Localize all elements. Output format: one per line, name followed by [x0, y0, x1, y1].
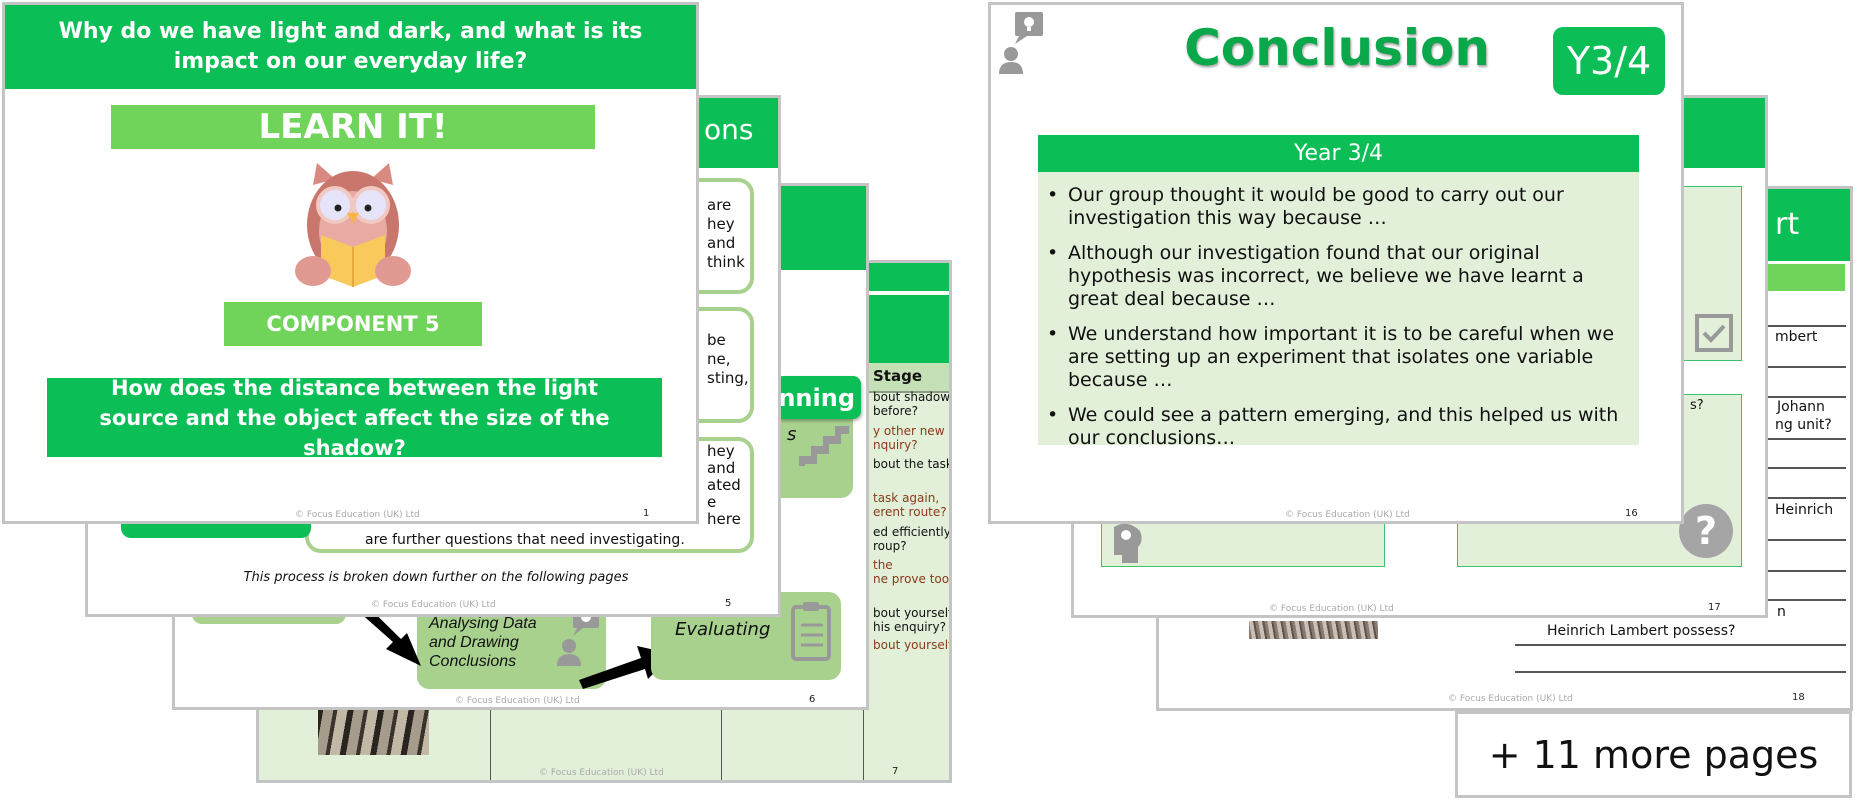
question-text: Heinrich Lambert possess?	[1547, 623, 1736, 639]
section-header: Year 3/4	[1038, 135, 1639, 172]
slide-18-subheader	[1759, 264, 1845, 291]
slide-16-thumbnail: Conclusion Y3/4 Year 3/4 Our group thoug…	[988, 2, 1684, 524]
conclusion-bullet: Our group thought it would be good to ca…	[1038, 184, 1639, 230]
stage-text-line: the	[873, 558, 893, 572]
clipboard-icon	[791, 602, 831, 661]
stage-text-line: nquiry?	[873, 438, 918, 452]
stage-text-line: erent route?	[873, 505, 947, 519]
info-box-text-fragment: e	[707, 493, 717, 511]
stage-text-line: roup?	[873, 539, 907, 553]
footer-copyright: © Focus Education (UK) Ltd	[1448, 694, 1573, 704]
page-number: 6	[809, 694, 816, 705]
table-divider	[721, 699, 722, 780]
question-fragment: ng unit?	[1775, 417, 1832, 433]
question-fragment: mbert	[1775, 329, 1818, 345]
more-pages-label: + 11 more pages	[1488, 732, 1819, 777]
slide-5-title-fragment: ons	[704, 113, 754, 146]
footer-copyright: © Focus Education (UK) Ltd	[295, 510, 420, 520]
info-box-text-fragment: hey	[707, 215, 735, 233]
question-mark-icon: ?	[1679, 504, 1733, 558]
answer-line	[1759, 438, 1846, 440]
shadows-photo	[318, 705, 429, 755]
stage-text-line: bout shadows	[873, 390, 952, 404]
checkbox-icon	[1695, 314, 1733, 352]
person-idea-icon	[999, 12, 1043, 74]
stairs-fragment: s	[787, 424, 797, 445]
conclusion-content: Our group thought it would be good to ca…	[1038, 172, 1639, 449]
conclusion-bullets: Our group thought it would be good to ca…	[1038, 184, 1639, 450]
year-badge: Y3/4	[1553, 27, 1665, 95]
table-divider	[490, 699, 491, 780]
stage-text-line: his enquiry?	[873, 620, 946, 634]
question-fragment: Johann	[1777, 399, 1825, 415]
answer-line	[1515, 644, 1846, 646]
stairs-icon	[799, 426, 849, 466]
page-number: 18	[1792, 692, 1805, 703]
conclusion-bullet: We could see a pattern emerging, and thi…	[1038, 404, 1639, 450]
answer-line	[1759, 325, 1846, 327]
planning-pill: nning	[775, 376, 861, 419]
info-box-text-fragment: ne,	[707, 350, 731, 368]
footer-copyright: © Focus Education (UK) Ltd	[1285, 510, 1410, 520]
owl-reading-icon	[295, 163, 411, 287]
answer-line	[1759, 599, 1846, 601]
stage-text-line: ne prove too	[873, 572, 950, 586]
info-box-text-fragment: ated	[707, 476, 741, 494]
info-box-text-fragment: and	[707, 234, 736, 252]
analysing-label: Analysing Data and Drawing Conclusions	[429, 615, 537, 670]
portrait-image	[1249, 621, 1378, 639]
stage-text-line: bout the task	[873, 457, 952, 471]
question-fragment: n	[1777, 604, 1786, 620]
component-banner: COMPONENT 5	[224, 302, 482, 346]
page-number: 16	[1625, 508, 1638, 519]
more-pages-box: + 11 more pages	[1455, 711, 1852, 798]
head-gear-icon	[1114, 523, 1142, 563]
footer-copyright: © Focus Education (UK) Ltd	[371, 600, 496, 610]
learn-it-banner: LEARN IT!	[111, 105, 595, 149]
page-number: 7	[892, 766, 899, 777]
slide-16-title: Conclusion	[1184, 19, 1490, 77]
info-box-text-fragment: and	[707, 459, 736, 477]
stage-text-line: task again,	[873, 491, 940, 505]
process-note: This process is broken down further on t…	[243, 570, 629, 585]
stage-text-line: y other new	[873, 424, 945, 438]
answer-line	[1759, 570, 1846, 572]
info-box-text-fragment: sting,	[707, 369, 749, 387]
info-box-3-last-line: are further questions that need investig…	[365, 532, 685, 548]
enquiry-question: How does the distance between the light …	[47, 376, 662, 460]
answer-line	[1759, 497, 1846, 499]
footer-copyright: © Focus Education (UK) Ltd	[539, 768, 664, 778]
info-box-text-fragment: are	[707, 196, 732, 214]
page-number: 5	[725, 598, 732, 609]
slide-1-thumbnail: Why do we have light and dark, and what …	[2, 2, 699, 524]
card-question-fragment: s?	[1690, 398, 1704, 413]
conclusion-bullet: We understand how important it is to be …	[1038, 323, 1639, 392]
answer-line	[1759, 396, 1846, 398]
page-number: 1	[643, 508, 650, 519]
stage-column	[864, 393, 949, 780]
stage-text-line: bout yourself	[873, 638, 952, 652]
footer-copyright: © Focus Education (UK) Ltd	[1269, 604, 1394, 614]
answer-line	[1515, 671, 1846, 673]
answer-line	[1759, 467, 1846, 469]
stage-header-label: Stage	[873, 367, 923, 385]
info-box-text-fragment: think	[707, 253, 745, 271]
stage-text-line: ed efficiently	[873, 525, 951, 539]
answer-line	[1759, 366, 1846, 368]
slide-1-title: Why do we have light and dark, and what …	[5, 5, 696, 89]
evaluating-label: Evaluating	[675, 619, 771, 640]
slide-18-title-fragment: rt	[1775, 207, 1800, 242]
conclusion-bullet: Although our investigation found that ou…	[1038, 242, 1639, 311]
question-fragment: Heinrich	[1775, 502, 1834, 518]
info-box-text-fragment: here	[707, 510, 741, 528]
info-box-text-fragment: hey	[707, 442, 735, 460]
stage-text-line: bout yourself	[873, 606, 952, 620]
page-number: 17	[1708, 602, 1721, 613]
stage-text-line: before?	[873, 404, 918, 418]
stage-column-header	[864, 363, 949, 393]
footer-copyright: © Focus Education (UK) Ltd	[455, 696, 580, 706]
answer-line	[1759, 539, 1846, 541]
info-box-text-fragment: be	[707, 331, 726, 349]
